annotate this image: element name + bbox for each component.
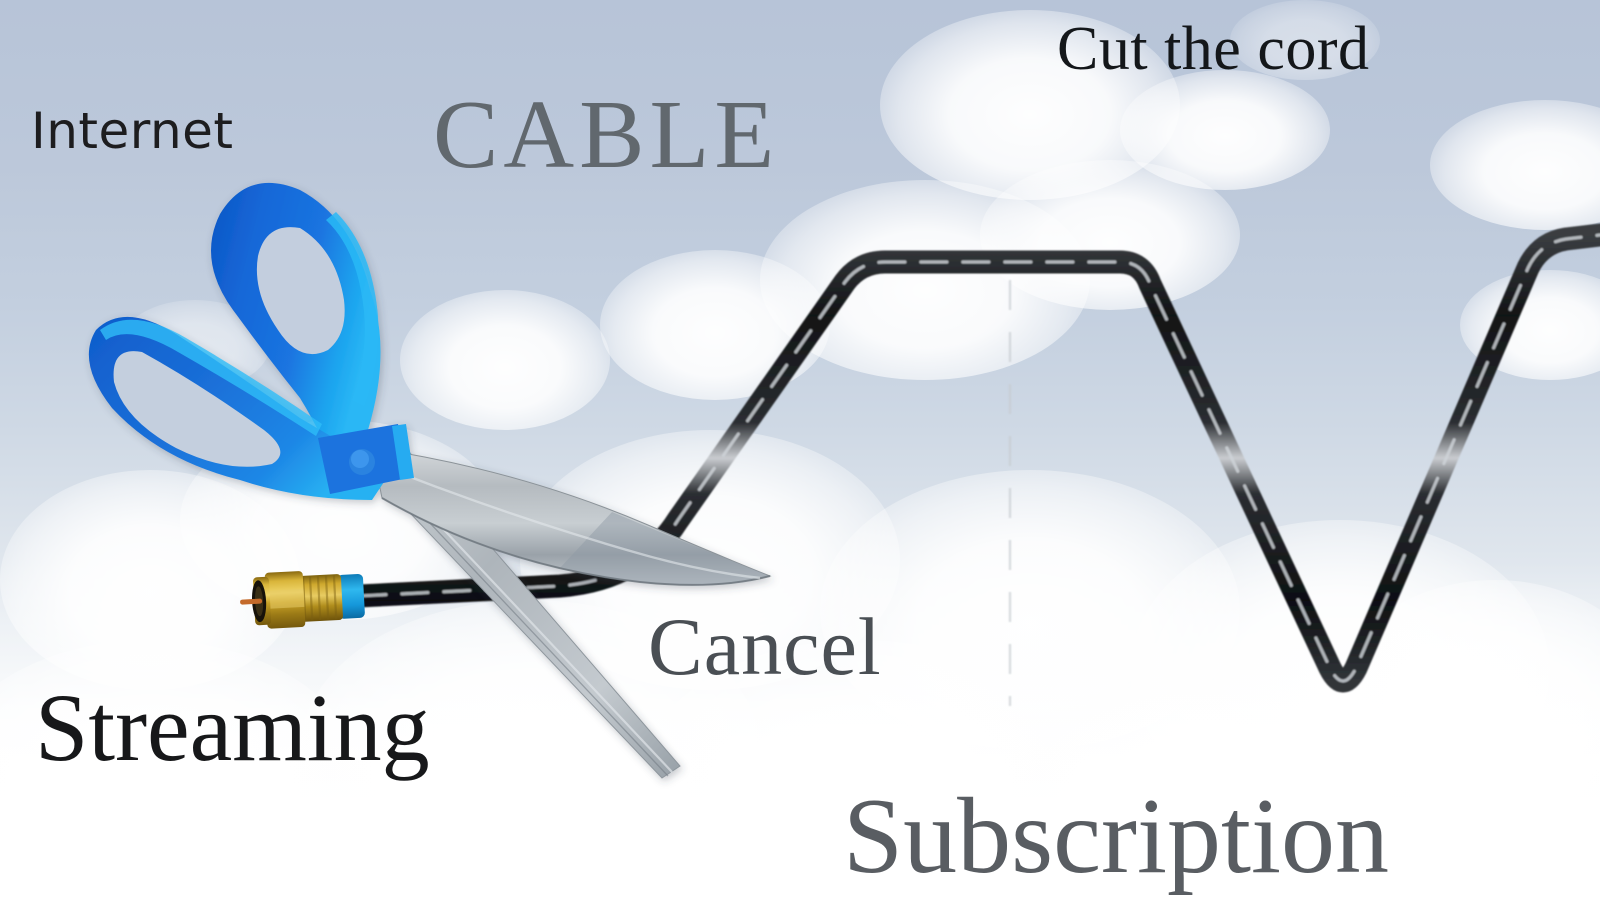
label-internet: Internet xyxy=(31,102,234,160)
label-subscription: Subscription xyxy=(843,777,1390,896)
label-streaming: Streaming xyxy=(35,674,430,781)
scissor-handle-lower xyxy=(88,316,392,500)
label-cable: CABLE xyxy=(433,81,780,189)
coax-connector xyxy=(240,571,365,629)
scissor-pivot xyxy=(318,424,414,494)
label-cut-the-cord: Cut the cord xyxy=(1057,15,1370,83)
scissors xyxy=(88,182,772,779)
label-cancel: Cancel xyxy=(648,601,882,692)
scissor-handle-upper xyxy=(211,182,381,455)
scissor-blade-upper xyxy=(371,447,772,586)
coax-cable-tv-shape xyxy=(306,223,1600,712)
